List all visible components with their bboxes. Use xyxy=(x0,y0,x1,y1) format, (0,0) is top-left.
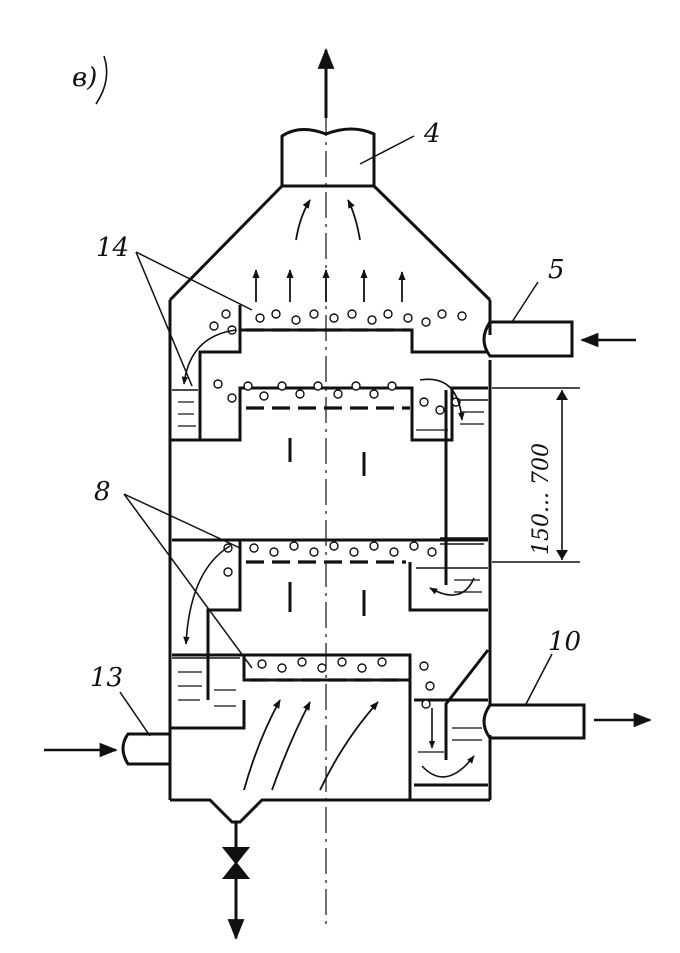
upper-tray-1-step xyxy=(240,328,488,354)
gas-flow-arrows xyxy=(243,199,406,791)
panel-label: в) xyxy=(72,63,97,93)
label-5: 5 xyxy=(548,255,565,285)
lower-right-liquid-pool xyxy=(418,727,482,753)
dimension-marker xyxy=(492,387,580,563)
label-13: 13 xyxy=(90,663,123,693)
label-14: 14 xyxy=(96,233,129,263)
bottom-hopper xyxy=(170,798,490,824)
upper-left-liquid-pool xyxy=(170,389,200,442)
middle-tray xyxy=(172,538,488,700)
dimension-label: 150... 700 xyxy=(529,443,554,555)
middle-right-liquid-pool xyxy=(416,567,488,593)
conical-roof xyxy=(168,184,492,302)
upper-tray-1 xyxy=(198,305,488,442)
liquid-flow-arrows xyxy=(181,329,475,778)
lower-left-liquid-pool xyxy=(170,657,246,730)
outlet-pipe-10 xyxy=(482,703,586,740)
label-8: 8 xyxy=(94,477,111,507)
label-10: 10 xyxy=(548,627,581,657)
gas-inlet-pipe-5 xyxy=(482,320,574,358)
leader-lines xyxy=(119,135,553,737)
lower-tray xyxy=(172,653,412,800)
drain-valve xyxy=(221,847,251,879)
outlet-stack xyxy=(280,127,376,186)
label-4: 4 xyxy=(423,119,441,149)
panel-label-paren xyxy=(95,55,108,105)
liquid-inlet-pipe xyxy=(121,732,170,766)
middle-liquid-lines xyxy=(440,537,488,545)
foam-bubbles xyxy=(209,309,467,709)
gas-stream-lines xyxy=(288,438,366,616)
